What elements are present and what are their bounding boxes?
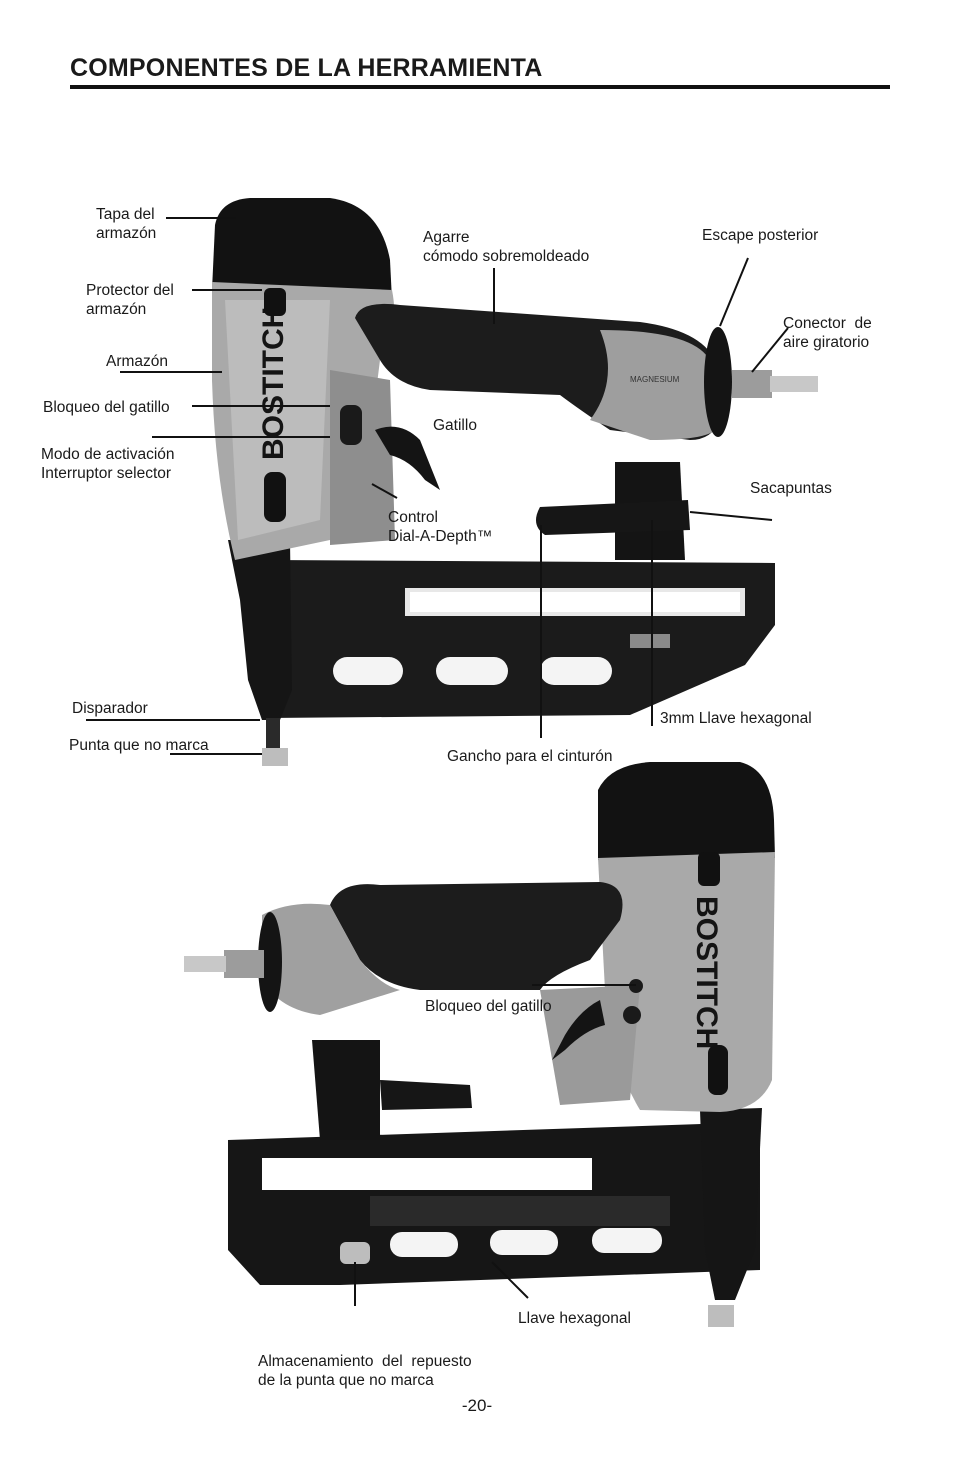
belt-hook-bottom (380, 1080, 472, 1110)
label-tip-pick: Sacapuntas (750, 480, 832, 497)
belt-hook-top (536, 500, 690, 535)
grip-bottom (330, 882, 623, 990)
no-mar-tip-top (262, 748, 288, 766)
air-connector-bottom (224, 950, 264, 978)
label-hex-key: Llave hexagonal (518, 1310, 631, 1327)
label-trigger-lock: Bloqueo del gatillo (43, 399, 170, 416)
magazine-top (268, 560, 775, 718)
trigger-bottom (552, 1000, 605, 1060)
no-mar-tip-bottom (708, 1305, 734, 1327)
brand-logo-bottom: BOSTITCH (690, 896, 723, 1049)
page-title: COMPONENTES DE LA HERRAMIENTA (70, 54, 543, 82)
label-rear-exhaust: Escape posterior (702, 227, 819, 244)
nose-top (228, 540, 292, 720)
magazine-slot-bottom (262, 1158, 592, 1190)
leader-lines-top (86, 217, 789, 755)
label-no-mar-tip: Punta que no marca (69, 737, 209, 754)
brand-logo-top: BOSTITCH (257, 307, 290, 460)
trigger-top (375, 426, 440, 490)
housing-bottom (598, 852, 775, 1112)
label-belt-hook: Gancho para el cinturón (447, 748, 613, 765)
leader-lines-bottom (354, 984, 636, 1306)
label-3mm-hex-key: 3mm Llave hexagonal (660, 710, 812, 727)
page-number: -20- (461, 1396, 493, 1415)
label-housing: Armazón (106, 353, 169, 370)
nailer-top-illustration: BOSTITCH MAGNESIUM (212, 198, 818, 766)
housing-cap-top (212, 198, 392, 300)
svg-text:MAGNESIUM: MAGNESIUM (630, 375, 680, 384)
title-rule (70, 85, 890, 89)
label-trigger: Gatillo (433, 417, 477, 434)
label-trigger-lock-bottom: Bloqueo del gatillo (425, 998, 552, 1015)
spare-tip-storage (340, 1242, 370, 1264)
housing-cap-bottom (598, 762, 775, 860)
air-connector-top (732, 370, 772, 398)
label-driver: Disparador (72, 700, 148, 717)
nailer-bottom-illustration: BOSTITCH (184, 762, 775, 1327)
